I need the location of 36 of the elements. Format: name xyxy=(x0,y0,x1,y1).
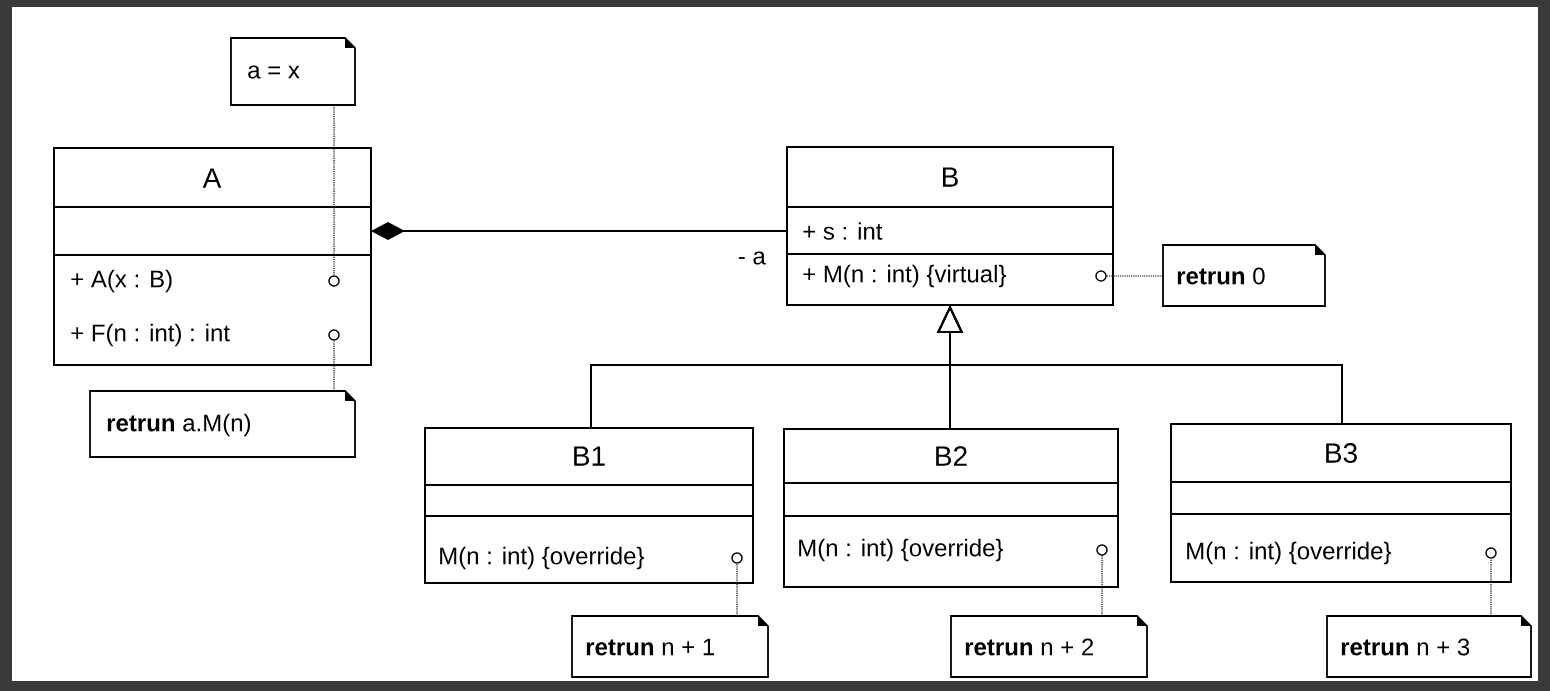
member-text: + F(n : int) : int xyxy=(71,323,230,347)
note-connector xyxy=(333,104,335,276)
class-box xyxy=(786,146,1114,306)
edge-label: - a xyxy=(735,249,768,267)
class-name: B1 xyxy=(574,446,605,466)
note-connector xyxy=(1106,275,1164,277)
note-text: retrun n + 3 xyxy=(1341,638,1470,656)
member-text: M(n : int) {override} xyxy=(440,546,645,570)
note-box xyxy=(571,615,769,678)
member-text: + s : int xyxy=(803,222,883,240)
class-name: B3 xyxy=(1326,443,1357,463)
class-box xyxy=(53,147,372,366)
note-connector xyxy=(333,340,335,392)
class-name: A xyxy=(202,168,222,188)
member-text: + A(x : B) xyxy=(71,269,172,293)
note-box xyxy=(89,390,356,458)
member-text: + M(n : int) {virtual} xyxy=(803,264,1007,288)
class-name: B xyxy=(942,167,958,187)
note-box xyxy=(1162,244,1326,307)
note-box xyxy=(230,37,356,106)
note-text: retrun n + 1 xyxy=(586,638,715,656)
note-connector xyxy=(1101,555,1103,617)
class-box xyxy=(1170,423,1512,583)
note-text: a = x xyxy=(248,65,300,79)
note-box xyxy=(950,615,1148,678)
class-box xyxy=(424,427,754,584)
class-name: B2 xyxy=(936,446,967,466)
note-connector xyxy=(736,563,738,617)
class-box xyxy=(783,428,1119,588)
note-text: retrun 0 xyxy=(1177,267,1265,285)
note-text: retrun a.M(n) xyxy=(107,413,251,437)
note-box xyxy=(1326,615,1532,678)
note-connector xyxy=(1490,558,1492,617)
member-text: M(n : int) {override} xyxy=(799,538,1004,562)
member-text: M(n : int) {override} xyxy=(1187,541,1392,565)
note-text: retrun n + 2 xyxy=(965,638,1094,656)
